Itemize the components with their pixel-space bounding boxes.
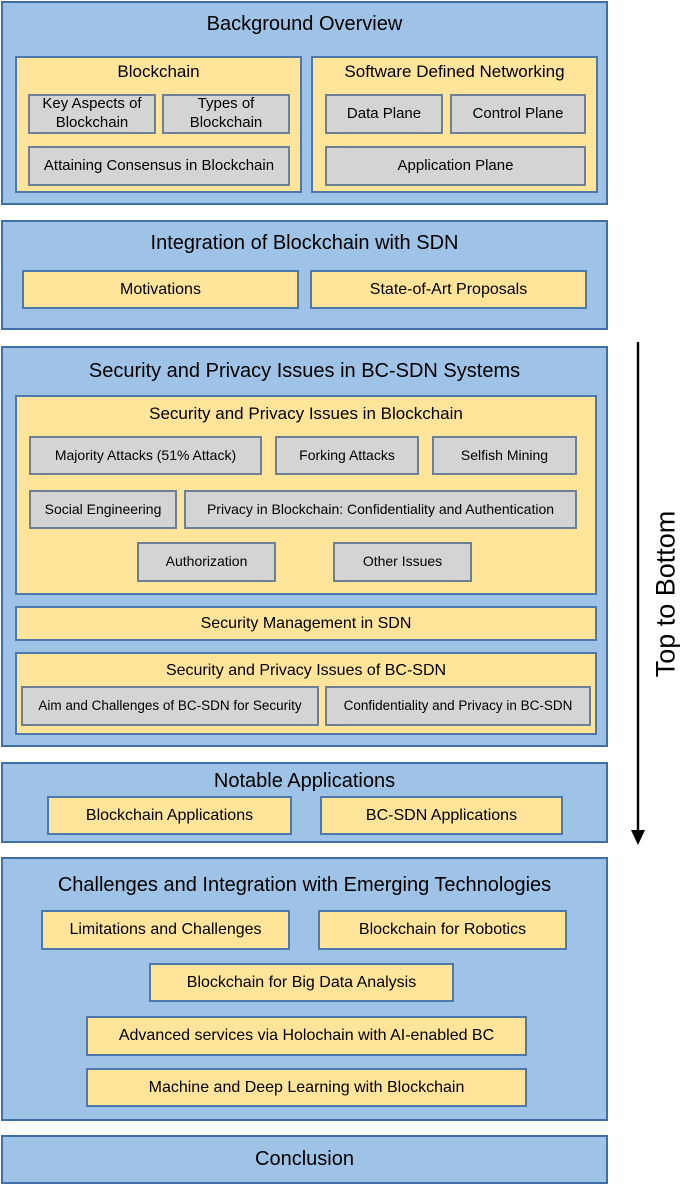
limitations-box: Limitations and Challenges xyxy=(41,910,290,950)
attaining-consensus-item: Attaining Consensus in Blockchain xyxy=(28,146,290,186)
confidentiality-privacy-item: Confidentiality and Privacy in BC-SDN xyxy=(325,686,591,726)
majority-attacks-item: Majority Attacks (51% Attack) xyxy=(29,436,262,475)
other-issues-item: Other Issues xyxy=(333,542,472,582)
machine-learning-box: Machine and Deep Learning with Blockchai… xyxy=(86,1068,527,1107)
box-title: Security and Privacy Issues in Blockchai… xyxy=(149,404,463,423)
section-title: Integration of Blockchain with SDN xyxy=(150,232,459,254)
section-title: Notable Applications xyxy=(213,770,396,792)
motivations-box: Motivations xyxy=(22,270,299,309)
social-engineering-item: Social Engineering xyxy=(29,490,177,529)
bcsdn-applications-box: BC-SDN Applications xyxy=(320,796,563,835)
robotics-box: Blockchain for Robotics xyxy=(318,910,567,950)
section-title: Challenges and Integration with Emerging… xyxy=(57,874,552,896)
blockchain-applications-box: Blockchain Applications xyxy=(47,796,292,835)
data-plane-item: Data Plane xyxy=(325,94,443,134)
types-of-blockchain-item: Types of Blockchain xyxy=(162,94,290,134)
authorization-item: Authorization xyxy=(137,542,276,582)
privacy-in-blockchain-item: Privacy in Blockchain: Confidentiality a… xyxy=(184,490,577,529)
down-arrow-icon xyxy=(631,342,645,845)
top-to-bottom-label: Top to Bottom xyxy=(650,510,681,678)
section-title: Security and Privacy Issues in BC-SDN Sy… xyxy=(88,360,521,382)
holochain-box: Advanced services via Holochain with AI-… xyxy=(86,1016,527,1056)
security-management-sdn-box: Security Management in SDN xyxy=(15,606,597,641)
arrow-head xyxy=(631,830,645,845)
box-title: Software Defined Networking xyxy=(344,62,565,81)
box-title: Security and Privacy Issues of BC-SDN xyxy=(165,662,447,679)
box-title: Blockchain xyxy=(117,62,200,81)
aim-and-challenges-item: Aim and Challenges of BC-SDN for Securit… xyxy=(21,686,319,726)
key-aspects-item: Key Aspects of Blockchain xyxy=(28,94,156,134)
section-title: Background Overview xyxy=(206,13,403,35)
selfish-mining-item: Selfish Mining xyxy=(432,436,577,475)
application-plane-item: Application Plane xyxy=(325,146,586,186)
big-data-box: Blockchain for Big Data Analysis xyxy=(149,963,454,1002)
control-plane-item: Control Plane xyxy=(450,94,586,134)
forking-attacks-item: Forking Attacks xyxy=(275,436,419,475)
state-of-art-box: State-of-Art Proposals xyxy=(310,270,587,309)
conclusion-section: Conclusion xyxy=(1,1135,608,1184)
